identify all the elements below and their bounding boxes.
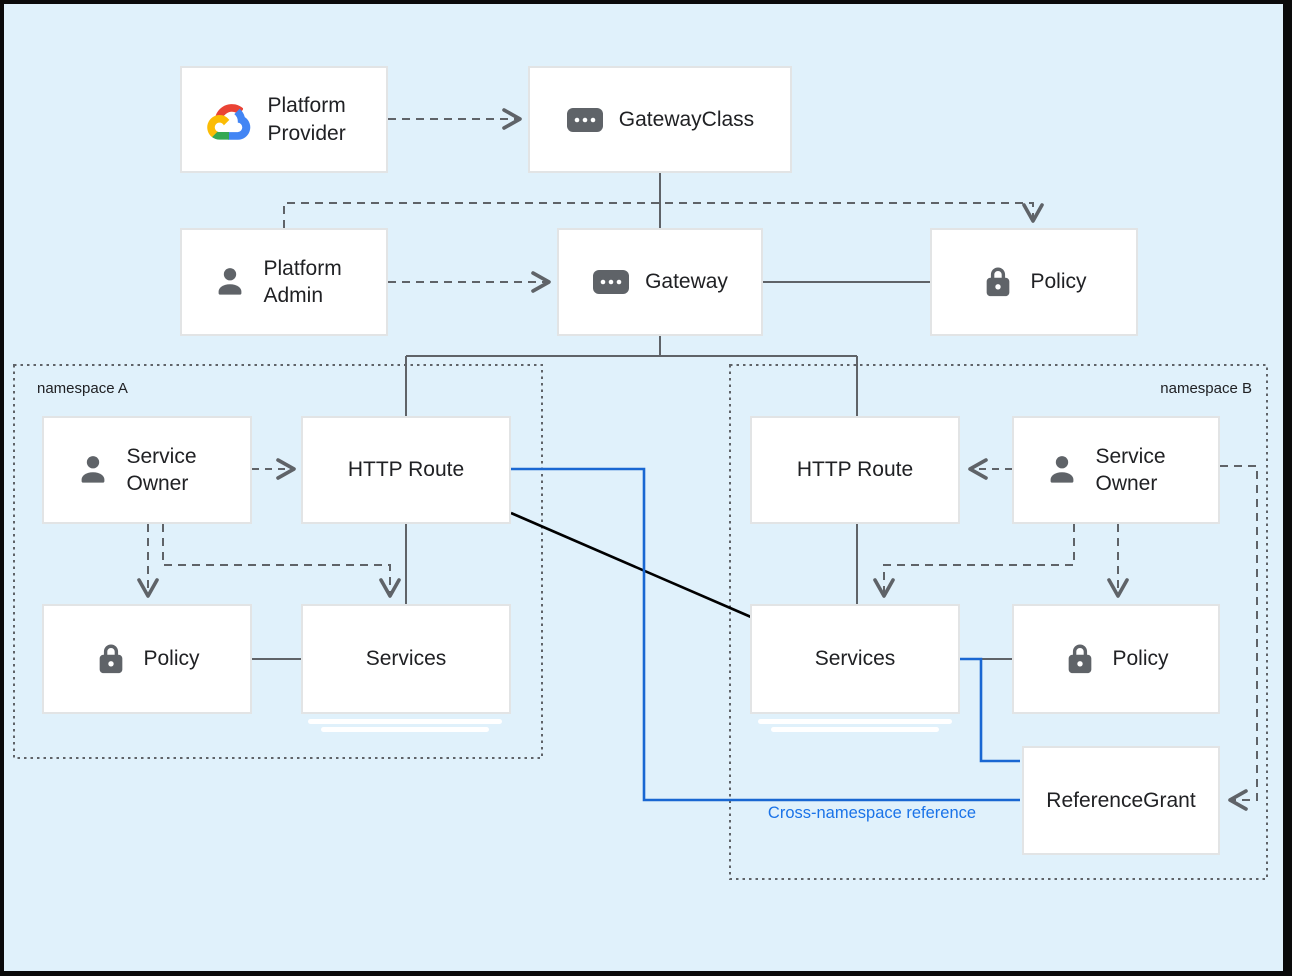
services-b-stack-line [758,719,952,724]
node-http-route-b: HTTP Route [750,416,960,524]
node-label: Service Owner [1095,444,1166,495]
node-platform-admin: Platform Admin [180,228,388,336]
node-label: Policy [1030,270,1087,294]
node-service-owner-a: Service Owner [42,416,252,524]
node-referencegrant: ReferenceGrant [1022,746,1220,855]
node-label: HTTP Route [347,458,465,482]
node-label: Gateway [645,270,728,294]
namespace-b-border [729,364,1268,880]
edge-httproute-a-referencegrant [511,467,1020,802]
edge-owner-a-services-a [162,524,401,598]
lock-icon [94,639,128,679]
person-icon [1043,451,1081,489]
node-label: Policy [1112,647,1169,671]
node-platform-provider: Platform Provider [180,66,388,173]
edge-owner-b-referencegrant [1220,465,1258,811]
services-a-stack-line [308,719,502,724]
resource-chip-icon [592,269,630,295]
node-label: Services [814,647,896,671]
node-services-a: Services [301,604,511,714]
node-label: Platform Provider [267,94,346,145]
edge-httproute-a-services-b [510,511,752,619]
node-policy-b: Policy [1012,604,1220,714]
resource-chip-icon [566,107,604,133]
node-http-route-a: HTTP Route [301,416,511,524]
edge-owner-b-services-b [873,524,1075,598]
person-icon [211,263,249,301]
node-label: Platform Admin [263,256,342,307]
node-gatewayclass: GatewayClass [528,66,792,173]
lock-icon [1063,639,1097,679]
services-a-stack-line [321,727,489,732]
person-icon [74,451,112,489]
google-cloud-logo-icon [206,100,253,140]
node-label: HTTP Route [796,458,914,482]
services-b-stack-line [771,727,939,732]
node-service-owner-b: Service Owner [1012,416,1220,524]
lock-icon [981,262,1015,302]
node-label: ReferenceGrant [1046,788,1196,812]
edge-services-b-referencegrant [960,657,1020,763]
node-label: GatewayClass [618,107,755,131]
node-policy-a: Policy [42,604,252,714]
namespace-a-label: namespace A [37,380,128,397]
node-label: Policy [143,647,200,671]
edge-gateway-routes-trunk [405,336,858,604]
namespace-a-border [13,364,543,759]
namespace-b-label: namespace B [1160,380,1252,397]
node-label: Service Owner [126,444,197,495]
node-label: Services [365,647,447,671]
node-services-b: Services [750,604,960,714]
edge-admin-policy [283,202,1044,228]
node-policy-top: Policy [930,228,1138,336]
cross-namespace-reference-label: Cross-namespace reference [767,804,977,822]
node-gateway: Gateway [557,228,763,336]
